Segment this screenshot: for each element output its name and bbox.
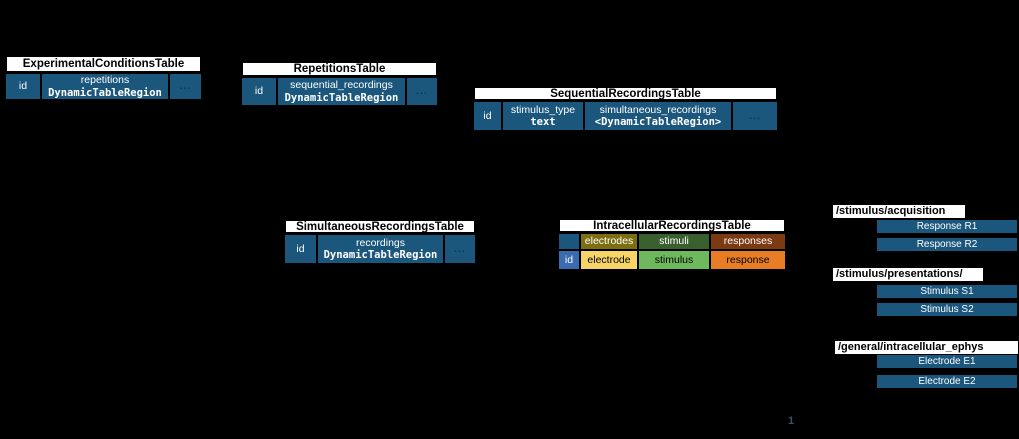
column-name: id xyxy=(564,253,574,266)
cell-id: id xyxy=(6,74,40,99)
path-label-stimulus-presentations: /stimulus/presentations/ xyxy=(833,268,983,281)
column-name: simultaneous_recordings xyxy=(599,103,717,116)
box-response-r1: Response R1 xyxy=(877,220,1017,233)
table-row: id recordings DynamicTableRegion ... xyxy=(285,235,475,263)
cell-stimulus: stimulus xyxy=(639,251,709,269)
cell-response: response xyxy=(711,251,785,269)
cell-id: id xyxy=(242,78,276,105)
cell-ellipsis: ... xyxy=(170,74,201,99)
column-type: DynamicTableRegion xyxy=(284,91,399,104)
cell-sequential-recordings: sequential_recordings DynamicTableRegion xyxy=(278,78,405,105)
table-title: ExperimentalConditionsTable xyxy=(6,56,201,72)
cell-stimulus-type: stimulus_type text xyxy=(503,102,583,130)
group-responses: responses xyxy=(711,234,785,249)
cell-electrode: electrode xyxy=(581,251,637,269)
box-electrode-e1: Electrode E1 xyxy=(877,355,1017,368)
column-name: recordings xyxy=(355,236,406,249)
table-simultaneous-recordings: SimultaneousRecordingsTable id recording… xyxy=(285,220,475,265)
column-type: DynamicTableRegion xyxy=(323,249,438,261)
path-label-general-intracellular-ephys: /general/intracellular_ephys xyxy=(835,341,1018,354)
column-type: DynamicTableRegion xyxy=(48,86,162,99)
table-title: RepetitionsTable xyxy=(242,62,437,76)
column-name: id xyxy=(483,109,492,122)
group-electrodes: electrodes xyxy=(581,234,637,249)
cell-ellipsis: ... xyxy=(445,235,475,263)
cell-repetitions: repetitions DynamicTableRegion xyxy=(42,74,168,99)
cell-id: id xyxy=(285,235,316,263)
page-number: 1 xyxy=(788,415,795,427)
table-repetitions: RepetitionsTable id sequential_recording… xyxy=(242,62,437,107)
box-electrode-e2: Electrode E2 xyxy=(877,375,1017,388)
group-label: electrodes xyxy=(584,235,634,248)
column-name: stimulus_type xyxy=(510,103,576,116)
cell-blank xyxy=(559,234,579,249)
column-type: <DynamicTableRegion> xyxy=(594,116,722,128)
cell-id: id xyxy=(474,102,501,130)
table-row: id repetitions DynamicTableRegion ... xyxy=(6,74,201,99)
column-name: response xyxy=(726,253,770,266)
table-title: SequentialRecordingsTable xyxy=(474,87,777,100)
table-sequential-recordings: SequentialRecordingsTable id stimulus_ty… xyxy=(474,87,777,132)
table-experimental-conditions: ExperimentalConditionsTable id repetitio… xyxy=(6,56,201,101)
cell-recordings: recordings DynamicTableRegion xyxy=(318,235,443,263)
path-label-stimulus-acquisition: /stimulus/acquisition xyxy=(833,205,965,218)
cell-ellipsis: ... xyxy=(407,78,437,105)
box-response-r2: Response R2 xyxy=(877,238,1017,251)
table-row: id sequential_recordings DynamicTableReg… xyxy=(242,78,437,105)
table-intracellular-recordings: IntracellularRecordingsTable electrodes … xyxy=(559,219,785,271)
column-name: id xyxy=(18,80,28,93)
column-name: sequential_recordings xyxy=(290,79,393,92)
ellipsis-label: ... xyxy=(416,85,428,98)
ellipsis-label: ... xyxy=(749,109,761,122)
cell-simultaneous-recordings: simultaneous_recordings <DynamicTableReg… xyxy=(585,102,731,130)
box-stimulus-s2: Stimulus S2 xyxy=(877,303,1017,316)
table-title: IntracellularRecordingsTable xyxy=(559,219,785,232)
column-row: id electrode stimulus response xyxy=(559,251,785,269)
column-name: electrode xyxy=(587,253,631,266)
box-stimulus-s1: Stimulus S1 xyxy=(877,285,1017,298)
group-label: stimuli xyxy=(659,235,689,248)
ellipsis-label: ... xyxy=(179,80,192,93)
group-label: responses xyxy=(723,235,773,248)
column-name: id xyxy=(254,85,264,98)
table-row: id stimulus_type text simultaneous_recor… xyxy=(474,102,777,130)
column-name: stimulus xyxy=(654,253,694,266)
ellipsis-label: ... xyxy=(454,242,466,255)
group-header-row: electrodes stimuli responses xyxy=(559,234,785,249)
table-title: SimultaneousRecordingsTable xyxy=(285,220,475,233)
column-name: id xyxy=(296,242,305,255)
cell-id: id xyxy=(559,251,579,269)
column-name: repetitions xyxy=(80,74,130,87)
cell-ellipsis: ... xyxy=(733,102,777,130)
group-stimuli: stimuli xyxy=(639,234,709,249)
column-type: text xyxy=(530,116,556,128)
